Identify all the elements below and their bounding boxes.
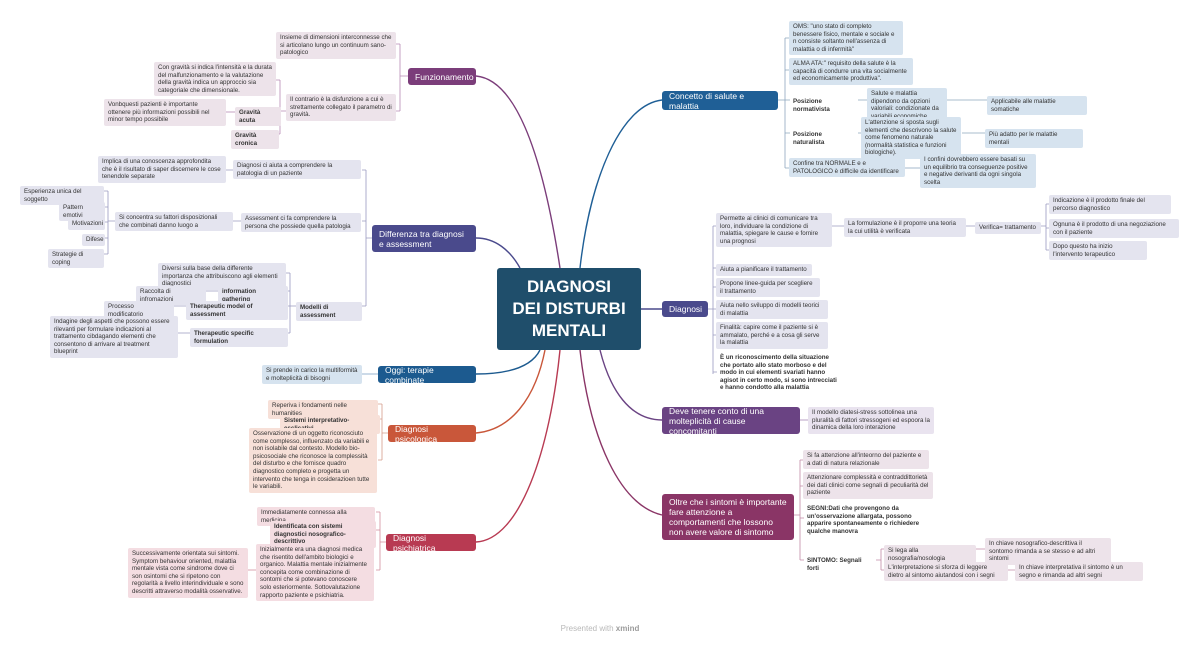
note-negoziazione[interactable]: Ognuna è il prodotto di una negoziazione…	[1049, 219, 1179, 239]
branch-diagnosi[interactable]: Diagnosi	[662, 301, 708, 317]
node-gravita-acuta[interactable]: Gravità acuta	[235, 107, 281, 127]
branch-oggi[interactable]: Oggi: terapie combinate	[378, 365, 476, 385]
note-indicazione[interactable]: Indicazione è il prodotto finale del per…	[1049, 195, 1171, 215]
title-line-1: DIAGNOSI	[526, 277, 612, 296]
note-confine[interactable]: Confine tra NORMALE e e PATOLOGICO è dif…	[789, 158, 905, 178]
note-pianificare[interactable]: Aiuta a pianificare il trattamento	[716, 264, 812, 276]
note-difese[interactable]: Difese	[82, 234, 105, 246]
note-verifica[interactable]: Verifica= trattamento	[975, 222, 1041, 234]
note-insieme[interactable]: Insieme di dimensioni interconnesse che …	[276, 32, 396, 59]
note-inteorno[interactable]: Si fa attenzione all'inteorno del pazien…	[803, 450, 929, 470]
note-contrario[interactable]: Il contrario è la disfunzione a cui è st…	[286, 94, 396, 121]
note-raccolta[interactable]: Raccolta di infromazioni	[136, 286, 206, 306]
note-vonbquesti[interactable]: Vonbquesti pazienti è importante ottener…	[104, 99, 226, 126]
note-linee-guida[interactable]: Propone linee-guida per scegliere il tra…	[716, 278, 820, 298]
note-nosografico-descrittiva[interactable]: In chiave nosografico-descrittiva il son…	[985, 538, 1111, 565]
note-riconoscimento[interactable]: È un riconoscimento della situazione che…	[720, 354, 837, 392]
note-naturalista-desc[interactable]: L'attenzione si sposta sugli elementi ch…	[861, 117, 961, 159]
note-osservazione[interactable]: Osservazione di un oggetto riconosciuto …	[249, 428, 377, 493]
note-normativista-app[interactable]: Applicabile alle malattie somatiche	[987, 96, 1087, 116]
note-strategie[interactable]: Strategie di coping	[48, 249, 104, 269]
node-normativista[interactable]: Posizione normativista	[793, 98, 830, 113]
node-modelli-assessment[interactable]: Modelli di assessment	[296, 302, 362, 322]
node-therapeutic-model[interactable]: Therapeutic model of assessment	[186, 301, 288, 321]
note-esperienza[interactable]: Esperienza unica del soggetto	[20, 186, 104, 206]
note-modelli-teorici[interactable]: Aiuta nello sviluppo di modelli teorici …	[716, 300, 828, 320]
branch-diagnosi-psicologica[interactable]: Diagnosi psicologica	[388, 424, 476, 444]
note-chiave-interpretativa[interactable]: In chiave interpretativa il sintomo è un…	[1015, 562, 1143, 582]
note-diagnosi-aiuta[interactable]: Diagnosi ci aiuta a comprendere la patol…	[233, 160, 361, 180]
note-alma-ata[interactable]: ALMA ATA:" requisito della salute è la c…	[789, 58, 913, 85]
branch-cause[interactable]: Deve tenere conto di una molteplicità di…	[662, 406, 800, 436]
note-oms[interactable]: OMS: "uno stato di completo benessere fi…	[789, 21, 903, 56]
note-con-gravita[interactable]: Con gravità si indica l'intensità e la d…	[154, 62, 276, 97]
note-diversi[interactable]: Diversi sulla base della differente impo…	[158, 263, 286, 290]
branch-funzionamento[interactable]: Funzionamento	[408, 68, 476, 85]
note-assessment[interactable]: Assessment ci fa comprendere la persona …	[241, 213, 361, 233]
note-naturalista-app[interactable]: Più adatto per le malattie mentali	[985, 129, 1083, 149]
note-formulazione[interactable]: La formulazione è il proporre una teoria…	[844, 218, 966, 238]
branch-salute[interactable]: Concetto di salute e malattia	[662, 91, 778, 111]
node-identificata[interactable]: Identificata con sistemi diagnostici nos…	[270, 521, 376, 548]
note-processo[interactable]: Processo modificatorio	[104, 301, 174, 321]
branch-diagnosi-psichiatrica[interactable]: Diagnosi psichiatrica	[386, 533, 476, 553]
node-naturalista[interactable]: Posizione naturalista	[793, 131, 825, 146]
footer-credit: Presented with xmind	[0, 624, 1200, 633]
note-sintomo[interactable]: SINTOMO: Segnali forti	[807, 557, 862, 572]
node-information-gathering[interactable]: information gathering	[218, 286, 288, 306]
node-therapeutic-formulation[interactable]: Therapeutic specific formulation	[190, 328, 288, 348]
note-segni[interactable]: SEGNI:Dati che provengono da un'osservaz…	[807, 505, 920, 535]
note-finalita[interactable]: Finalità: capire come il paziente si è a…	[716, 322, 828, 349]
note-indagine[interactable]: Indagine degli aspetti che possono esser…	[50, 316, 178, 358]
footer-text: Presented with	[560, 624, 614, 633]
title-line-2: DEI DISTURBI	[512, 299, 626, 318]
branch-differenza[interactable]: Differenza tra diagnosi e assessment	[372, 225, 476, 252]
note-pattern[interactable]: Pattern emotivi	[59, 202, 105, 222]
xmind-logo: xmind	[615, 624, 640, 633]
note-interpretazione[interactable]: L'interpretazione si sforza di leggere d…	[884, 562, 1008, 582]
note-nosografia[interactable]: Si lega alla nosografia/nosologia	[884, 545, 976, 565]
note-multiformita[interactable]: Si prende in carico la multiformità e mo…	[262, 365, 362, 385]
note-inizialmente[interactable]: Inizialmente era una diagnosi medica che…	[256, 544, 374, 602]
note-diatesi-stress[interactable]: Il modello diatesi-stress sottolinea una…	[808, 407, 934, 434]
note-permette[interactable]: Permette ai clinici di comunicare tra lo…	[716, 213, 832, 248]
note-motivazioni[interactable]: Motivazioni	[68, 218, 105, 230]
note-reperiva[interactable]: Reperiva i fondamenti nelle humanities	[268, 400, 378, 420]
node-gravita-cronica[interactable]: Gravità cronica	[231, 130, 279, 150]
central-topic[interactable]: DIAGNOSI DEI DISTURBI MENTALI	[497, 268, 641, 350]
note-complessita[interactable]: Attenzionare complessità e contraddittor…	[803, 472, 933, 499]
note-successivamente[interactable]: Successivamente orientata sui sintomi. S…	[128, 548, 248, 598]
note-fattori[interactable]: Si concentra su fattori disposizionali c…	[115, 212, 233, 232]
branch-sintomi[interactable]: Oltre che i sintomi è importante fare at…	[662, 494, 794, 540]
note-confini[interactable]: I confini dovrebbero essere basati su un…	[920, 154, 1036, 189]
title-line-3: MENTALI	[531, 321, 607, 340]
note-intervento[interactable]: Dopo questo ha inizio l'intervento terap…	[1049, 241, 1147, 261]
note-implica[interactable]: Implica di una conoscenza approfondita c…	[98, 156, 226, 183]
